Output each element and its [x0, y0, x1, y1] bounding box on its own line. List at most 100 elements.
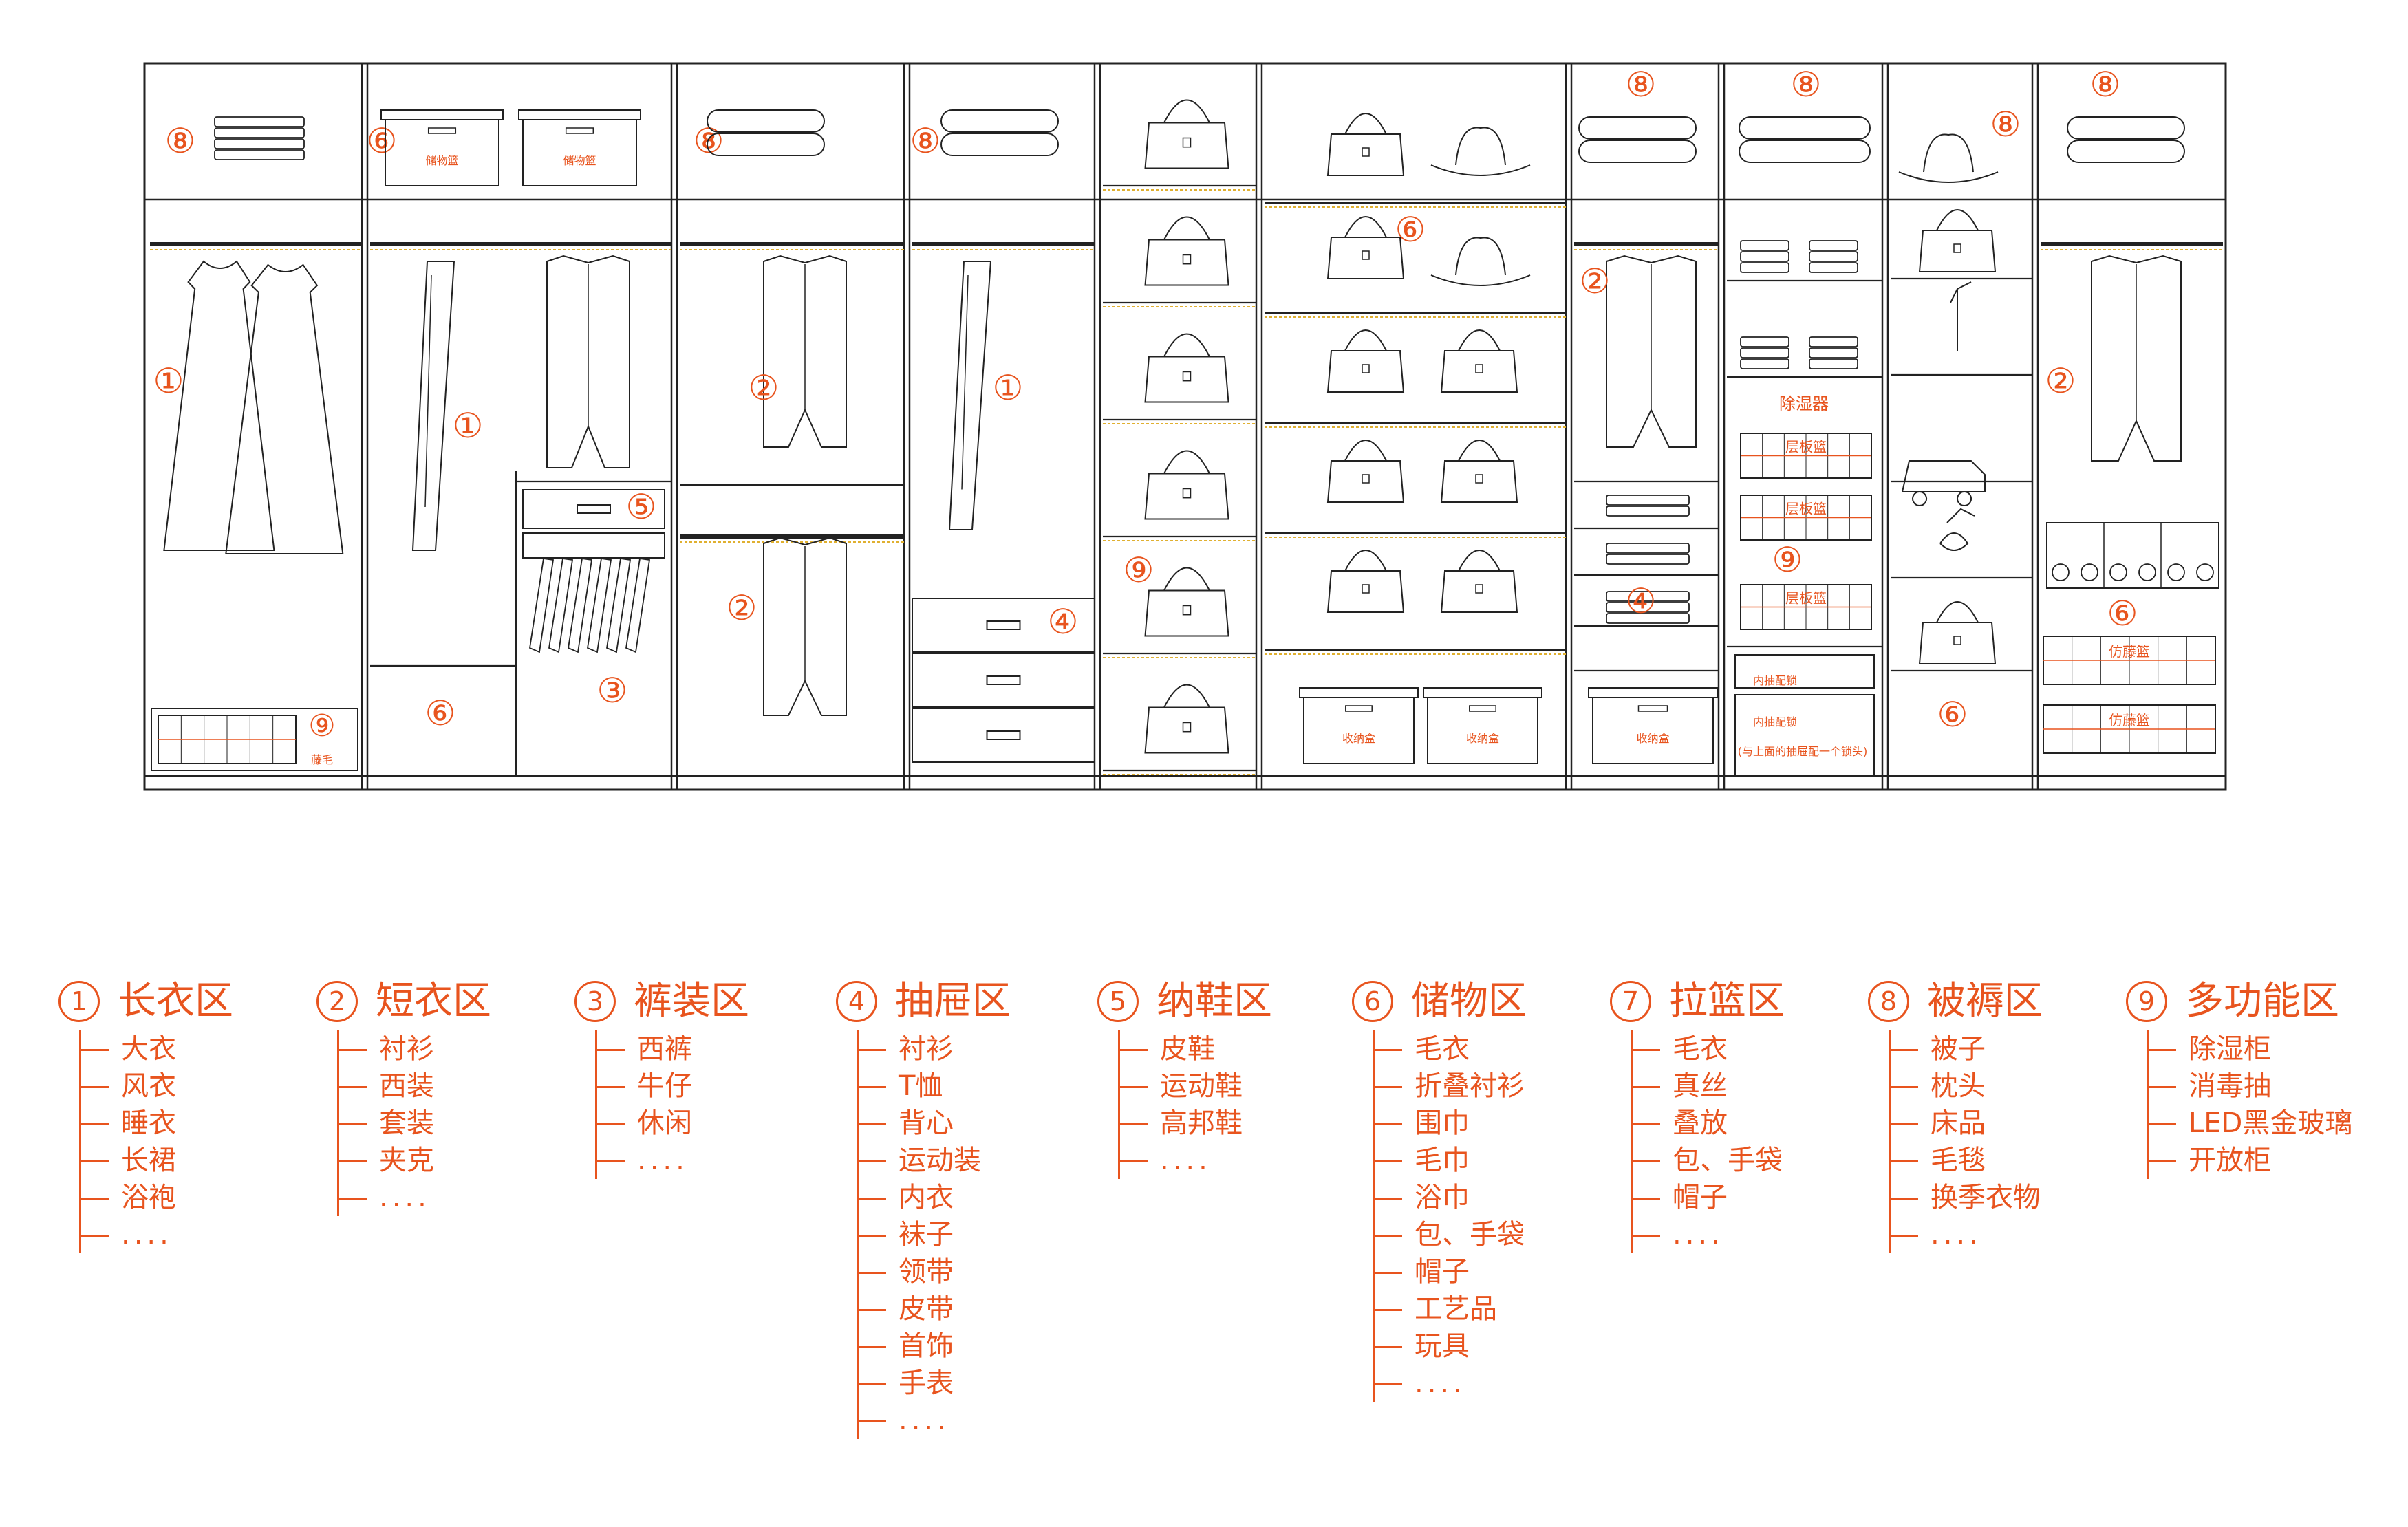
legend-item: .... — [1375, 1365, 1527, 1402]
zone-marker-6: ⑥ — [1395, 210, 1426, 250]
legend-item: 玩具 — [1375, 1328, 1527, 1365]
pillow — [940, 133, 1059, 156]
pillow — [2067, 116, 2185, 140]
bag-body — [1918, 622, 1997, 664]
zone-marker-9: ⑨ — [1772, 540, 1803, 580]
box-label: 收纳盒 — [1636, 732, 1669, 745]
wine-bottle-icon — [2167, 563, 2185, 581]
legend-number-circle: 3 — [574, 981, 616, 1022]
legend-item: 背心 — [859, 1105, 1011, 1142]
zone-marker-1: ① — [153, 361, 184, 401]
handbag-icon — [1326, 440, 1405, 503]
legend-item-list: 毛衣折叠衬衫围巾毛巾浴巾包、手袋帽子工艺品玩具.... — [1373, 1030, 1527, 1402]
folded-towels-icon — [214, 116, 305, 160]
handbag-icon — [1918, 209, 1997, 272]
misc-small-label: 藤毛 — [311, 753, 333, 766]
bag-body — [1144, 706, 1229, 754]
bag-lock — [1182, 137, 1192, 148]
folded-item — [214, 127, 305, 138]
inner-drawer-lock-label: 内抽配锁 — [1753, 674, 1797, 687]
coat-outline — [948, 261, 992, 530]
legend-item: 首饰 — [859, 1328, 1011, 1365]
bag-body — [1326, 237, 1405, 279]
folded-clothes-icon — [1606, 591, 1690, 624]
legend-item: 睡衣 — [81, 1105, 233, 1142]
legend-item: 运动鞋 — [1120, 1068, 1272, 1105]
pillow — [1578, 116, 1697, 140]
basket-label: 层板篮 — [1785, 590, 1827, 607]
drawer-handle — [577, 504, 611, 514]
legend-item: 西装 — [339, 1068, 491, 1105]
coat-fold — [424, 274, 432, 508]
rattan-basket: 仿藤篮 — [2043, 636, 2216, 685]
shelf-basket: 层板篮 — [1740, 584, 1872, 630]
basket-label: 层板篮 — [1785, 439, 1827, 455]
jacket-outline — [763, 254, 847, 448]
wine-rack — [2046, 522, 2219, 589]
zone-marker-8: ⑧ — [910, 121, 941, 161]
legend-item: 包、手袋 — [1375, 1216, 1527, 1253]
bag-lock — [1953, 636, 1961, 645]
rattan-basket: 仿藤篮 — [2043, 704, 2216, 754]
legend-item: 浴巾 — [1375, 1179, 1527, 1216]
bag-body — [1440, 350, 1518, 393]
box-body — [522, 119, 637, 186]
bag-handle — [1163, 450, 1210, 474]
box-body — [1592, 697, 1714, 764]
dress-outline — [163, 260, 275, 551]
handbag-icon — [1440, 440, 1518, 503]
legend-item: 领带 — [859, 1253, 1011, 1290]
zone-marker-8: ⑧ — [1990, 105, 2021, 144]
bag-handle — [1344, 550, 1387, 572]
handbag-icon — [1144, 684, 1229, 754]
pillow — [1739, 140, 1871, 163]
handbag-icon — [1326, 113, 1405, 176]
jacket-icon — [1606, 254, 1697, 448]
bag-lock — [1475, 474, 1483, 484]
box-handle — [427, 127, 457, 134]
bag-handle — [1344, 216, 1387, 238]
shoe-drawer-front — [522, 489, 665, 529]
legend-item: 皮鞋 — [1120, 1030, 1272, 1068]
legend-item-list: 西裤牛仔休闲.... — [595, 1030, 749, 1179]
zone-marker-2: ② — [727, 588, 757, 628]
storage-basket-box: 储物篮 — [380, 109, 504, 186]
bag-lock — [1182, 605, 1192, 616]
hat-brim — [1430, 274, 1531, 286]
drawer-handle — [986, 620, 1021, 630]
pillow — [707, 109, 825, 133]
long-coat-icon — [948, 261, 992, 530]
legend-number-circle: 4 — [836, 981, 877, 1022]
legend-item: 工艺品 — [1375, 1290, 1527, 1328]
legend-item: 除湿柜 — [2149, 1030, 2352, 1068]
jacket-icon — [546, 254, 630, 468]
bag-handle — [1936, 601, 1979, 623]
handbag-icon — [1144, 567, 1229, 637]
hat-crown — [1455, 127, 1506, 166]
handbag-icon — [1326, 216, 1405, 279]
legend-item: 枕头 — [1891, 1068, 2043, 1105]
box-label: 收纳盒 — [1466, 732, 1499, 745]
wardrobe-outer-frame — [143, 62, 2227, 791]
storage-box: 收纳盒 — [1588, 687, 1718, 764]
pants-rack-bar — [522, 532, 665, 559]
legend-number-circle: 9 — [2126, 981, 2167, 1022]
dress-icon — [163, 260, 275, 551]
legend-item: 牛仔 — [597, 1068, 749, 1105]
jacket-outline — [2091, 254, 2182, 462]
bag-lock — [1182, 488, 1192, 499]
bag-handle — [1458, 329, 1501, 351]
bag-handle — [1458, 550, 1501, 572]
bag-body — [1144, 122, 1229, 169]
pillow-stack-icon — [1578, 116, 1697, 163]
bag-lock — [1182, 722, 1192, 733]
pillow — [2067, 140, 2185, 163]
box-label: 储物篮 — [425, 154, 458, 167]
legend-item: 毛衣 — [1375, 1030, 1527, 1068]
legend-item: 消毒抽 — [2149, 1068, 2352, 1105]
drawer-front — [912, 653, 1095, 708]
